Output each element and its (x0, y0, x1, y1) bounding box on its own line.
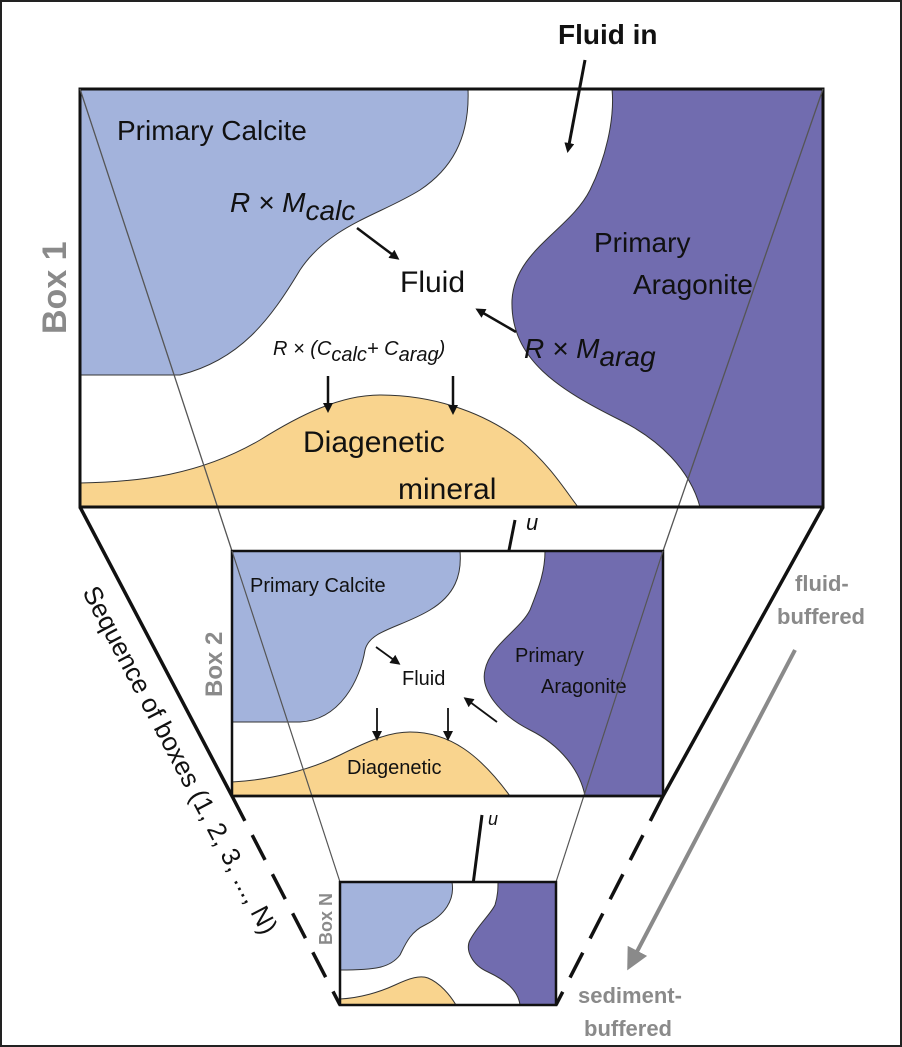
diagenetic-mineral-region (80, 394, 579, 507)
sediment-buffered-label-line1: sediment- (578, 983, 682, 1008)
trapezoid-left-line (78, 506, 234, 797)
fluid-buffered-label-line1: fluid- (795, 571, 849, 596)
precipitation-flux: R × (Ccalc+ Carag) (273, 338, 445, 366)
box-2-diagenetic-label: Diagenetic (347, 757, 442, 779)
box-1 (80, 89, 823, 507)
primary-calcite-region (80, 89, 469, 376)
box-2-primary-aragonite (483, 551, 663, 796)
connector-line (79, 88, 233, 552)
box-2-fluid-label: Fluid (402, 668, 445, 690)
calcite-to-fluid-arrow (356, 227, 400, 260)
fluid-label: Fluid (400, 266, 465, 299)
box-2-aragonite-arrow (463, 697, 498, 723)
box-2-calcite-arrow (375, 646, 401, 665)
box-2-label: Box 2 (201, 632, 228, 697)
calcite-dissolution-flux: R × Mcalc (230, 187, 355, 226)
box-2-u-label: u (526, 510, 538, 535)
connector-line (662, 88, 824, 552)
aragonite-to-fluid-arrow (475, 308, 517, 334)
box-1-label: Box 1 (36, 241, 74, 334)
box-2-diagenetic-mineral (232, 731, 511, 796)
box-2-primary-aragonite-line1: Primary (515, 645, 584, 667)
trapezoid-right-dashed (554, 795, 665, 1006)
box-2-primary-aragonite-line2: Aragonite (541, 676, 627, 698)
primary-aragonite-label-line2: Aragonite (633, 269, 753, 300)
trapezoid-left-dashed (230, 795, 342, 1006)
diagenetic-label-line1: Diagenetic (303, 426, 445, 459)
box-n-u-label: u (488, 809, 498, 829)
sediment-buffered-label-line2: buffered (584, 1016, 672, 1041)
box-n-primary-aragonite (467, 882, 556, 1005)
box-n-primary-calcite (340, 882, 454, 971)
fluid-buffered-label-line2: buffered (777, 604, 865, 629)
box-n (340, 882, 556, 1005)
fluid-in-label: Fluid in (558, 19, 658, 50)
primary-aragonite-region (511, 89, 823, 507)
primary-aragonite-label-line1: Primary (594, 227, 690, 258)
box-n-diagenetic-mineral (340, 976, 457, 1005)
trapezoid-right-line (661, 506, 825, 797)
diagenetic-label-line2: mineral (398, 473, 496, 506)
box-2-primary-calcite (232, 551, 461, 723)
box-2 (232, 551, 663, 796)
box-n-label: Box N (316, 893, 336, 945)
connector-line (555, 550, 664, 883)
aragonite-dissolution-flux: R × Marag (524, 333, 656, 372)
fluid-in-arrow (564, 59, 587, 153)
primary-calcite-label: Primary Calcite (117, 115, 307, 146)
box-n-border (338, 880, 558, 1007)
box-2-primary-calcite-label: Primary Calcite (250, 575, 386, 597)
buffering-gradient-arrow (627, 649, 797, 971)
connector-line (231, 550, 341, 883)
